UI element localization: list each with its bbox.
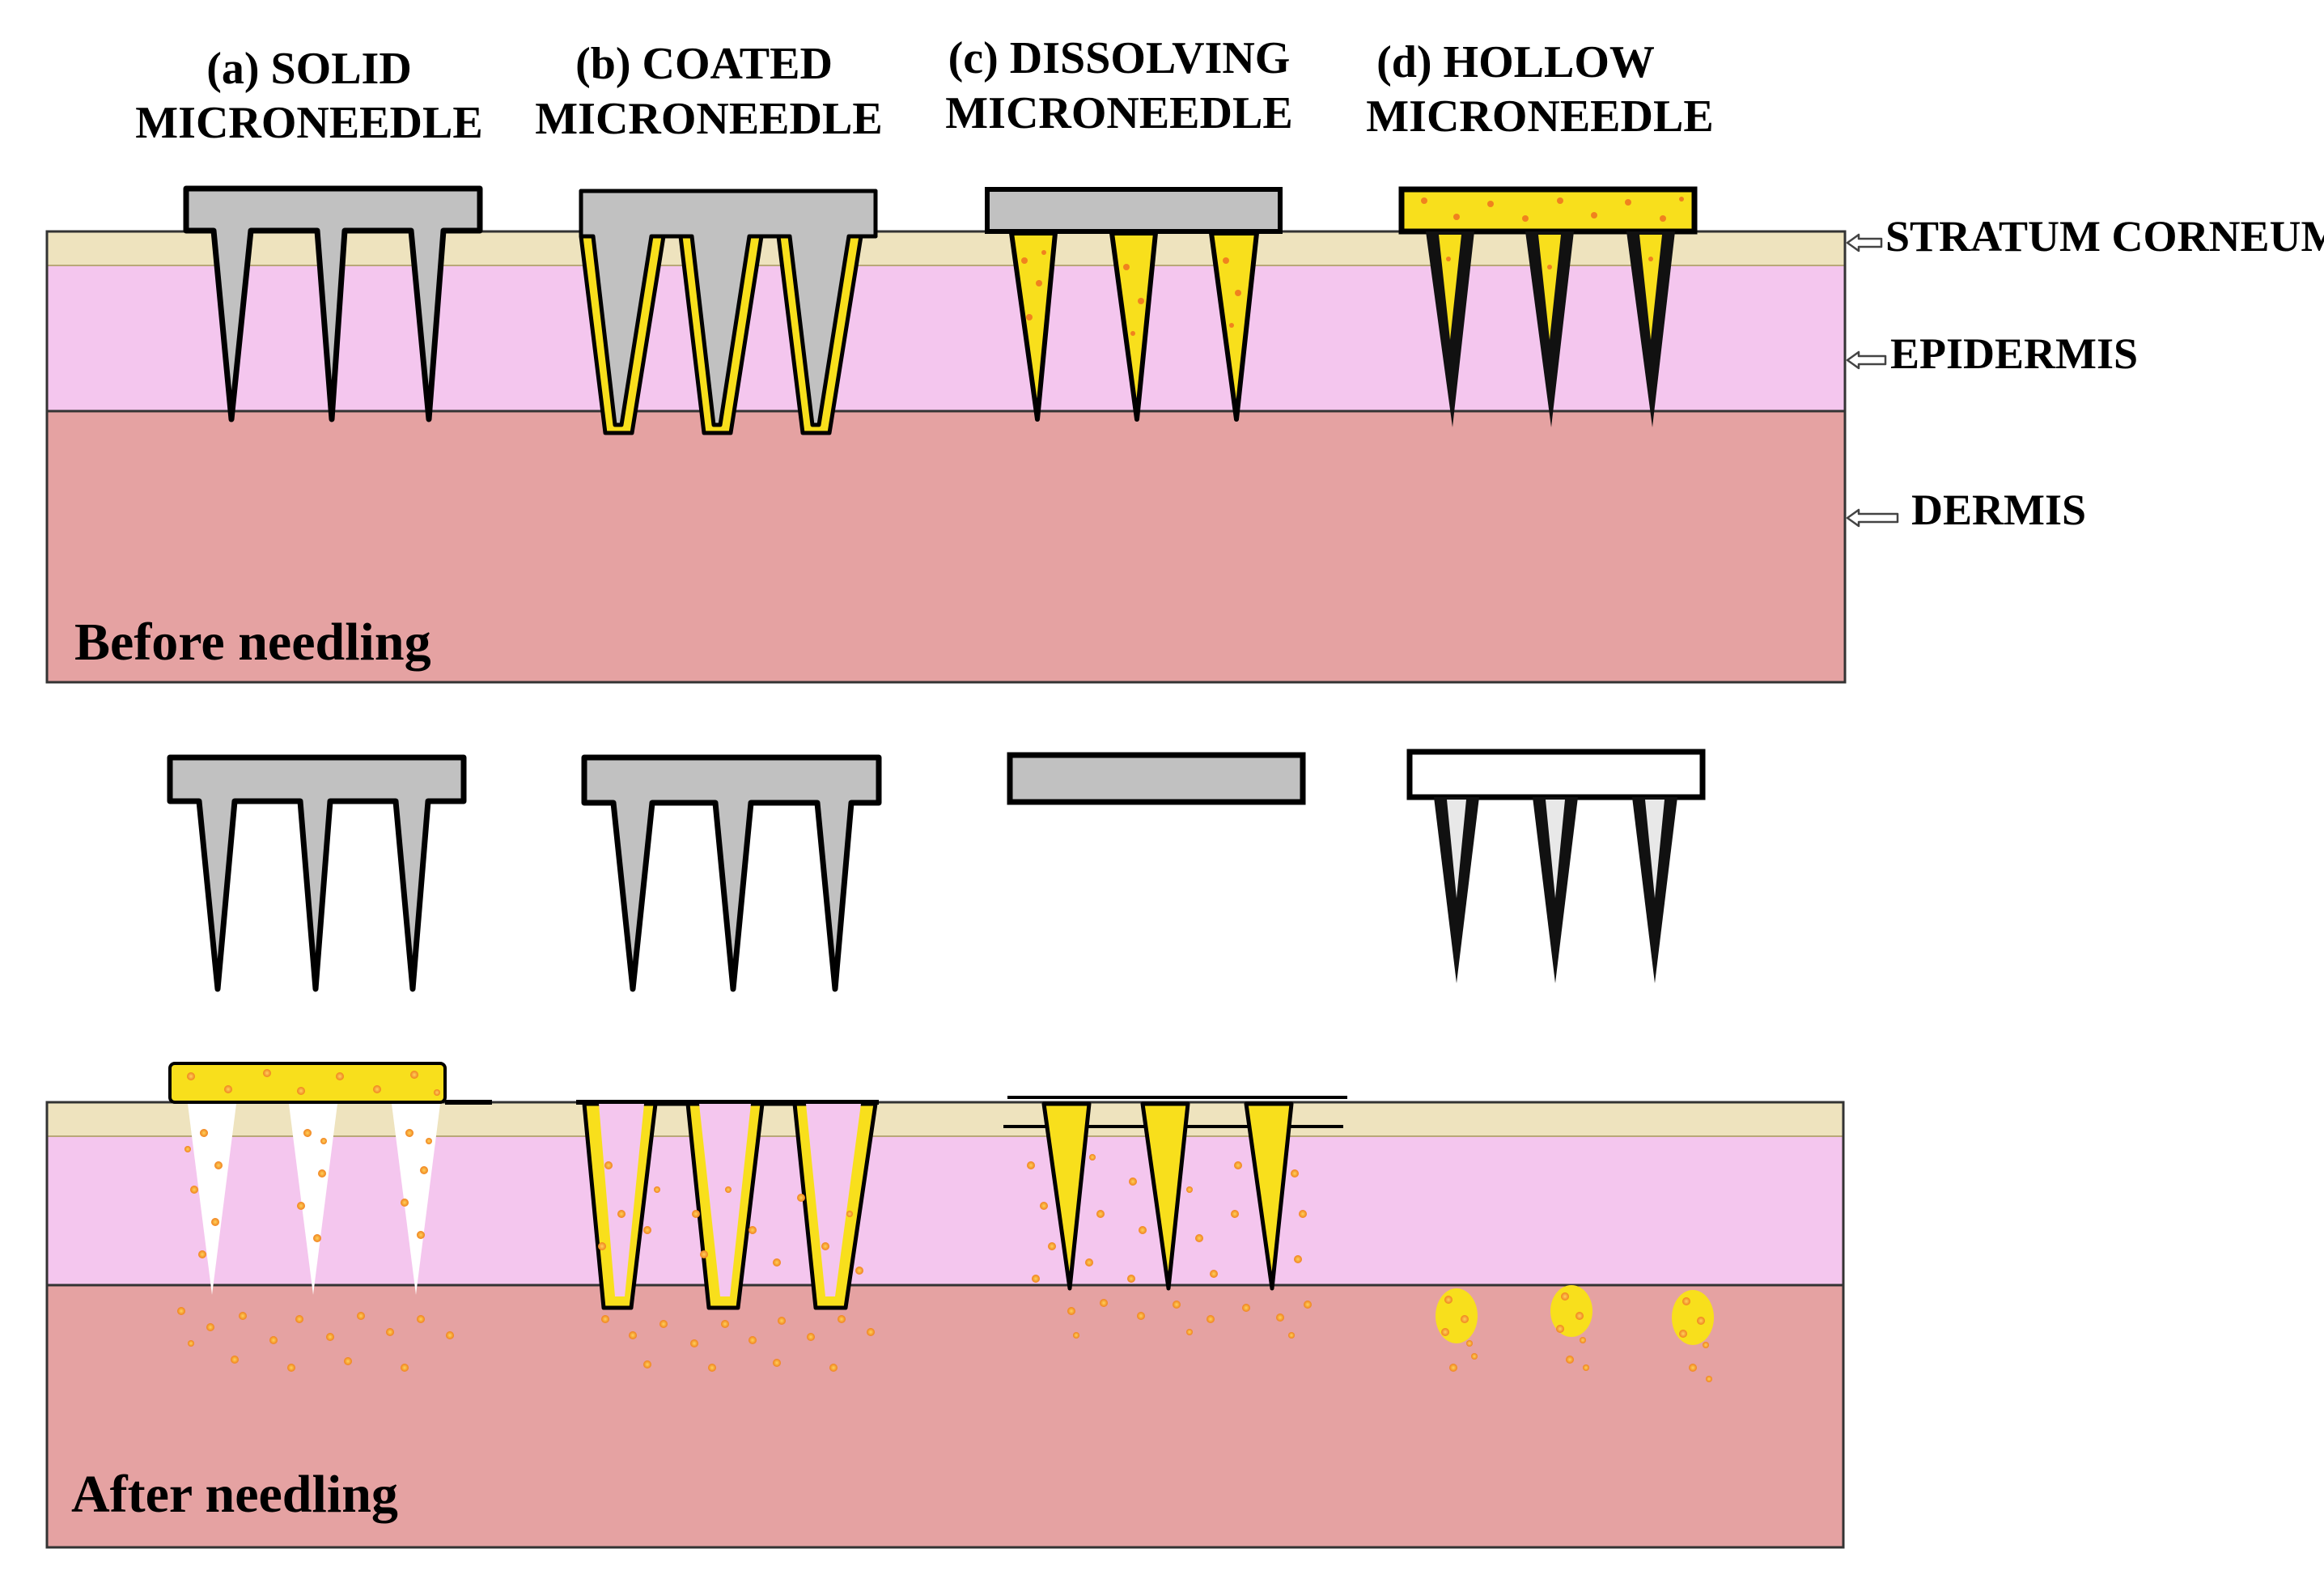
dissolving-after-embedded-tips: [1003, 1096, 1347, 1339]
hollow-microneedle-removed: [1406, 749, 1706, 983]
drug-particles: [177, 1069, 454, 1372]
label-before-needling: Before needling: [74, 613, 431, 672]
column-titles: (a) SOLID MICRONEEDLE (b) COATED MICRONE…: [135, 33, 1713, 148]
epidermis-layer: [47, 1136, 1843, 1285]
label-after-needling: After needling: [71, 1465, 398, 1524]
hollow-microneedle-before: [1398, 186, 1698, 427]
hollow-left-arrow-icon: [1846, 350, 1887, 370]
dissolving-microneedle-before: [985, 187, 1283, 422]
solid-after-patch-and-channels: [168, 1062, 492, 1372]
title-coated-line2: MICRONEEDLE: [535, 94, 882, 144]
title-dissolving-line2: MICRONEEDLE: [945, 88, 1292, 138]
hollow-left-arrow-icon: [1846, 233, 1883, 252]
title-coated-line1: (b) COATED: [575, 39, 833, 89]
dermis-layer: [47, 1285, 1843, 1547]
title-solid-line2: MICRONEEDLE: [135, 98, 482, 148]
hollow-after-drug-depots: [1436, 1285, 1714, 1382]
dermis-layer: [47, 411, 1845, 682]
label-epidermis: EPIDERMIS: [1890, 329, 2138, 378]
label-stratum-corneum: STRATUM CORNEUM: [1885, 212, 2324, 261]
drug-particles: [1027, 1154, 1312, 1339]
title-hollow-line2: MICRONEEDLE: [1366, 91, 1713, 142]
title-hollow-line1: (d) HOLLOW: [1376, 37, 1655, 87]
skin-after: [45, 1101, 1845, 1549]
drug-particles: [1441, 1292, 1712, 1382]
title-dissolving-line1: (c) DISSOLVING: [948, 33, 1291, 83]
layer-labels: STRATUM CORNEUM EPIDERMIS DERMIS: [1846, 212, 2324, 534]
hollow-left-arrow-icon: [1846, 508, 1899, 528]
coated-microneedle-removed: [581, 754, 882, 992]
coated-microneedle-before: [579, 189, 878, 435]
title-solid-line1: (a) SOLID: [206, 44, 412, 94]
drug-particles: [1021, 250, 1241, 336]
solid-microneedle-before: [183, 185, 483, 422]
stratum-corneum-layer: [47, 1102, 1843, 1136]
dissolving-microneedle-base-removed: [1007, 752, 1306, 805]
solid-microneedle-removed: [167, 754, 467, 992]
coated-after-residual-coating: [576, 1100, 879, 1372]
drug-particles: [598, 1161, 875, 1372]
label-dermis: DERMIS: [1911, 486, 2086, 534]
epidermis-layer: [47, 265, 1845, 411]
drug-particles: [1421, 197, 1684, 269]
